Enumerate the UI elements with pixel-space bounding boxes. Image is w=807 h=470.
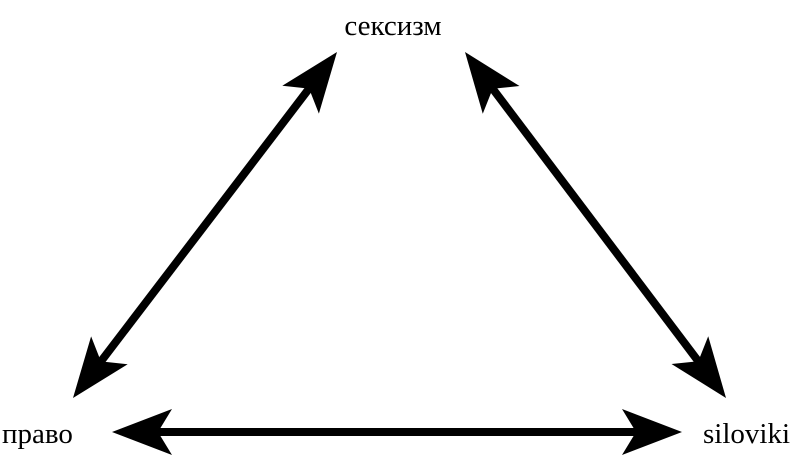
arrow-top-left-head-start (282, 52, 337, 114)
node-label-right: siloviki (703, 418, 791, 450)
arrow-top-right-head-start (465, 52, 520, 114)
arrow-top-left (73, 52, 337, 398)
node-label-left: право (2, 418, 73, 450)
node-label-top: сексизм (344, 10, 442, 42)
arrow-top-left-shaft (96, 84, 314, 366)
arrows-group (73, 52, 726, 455)
arrow-top-right (465, 52, 726, 398)
arrow-top-left-head-end (73, 336, 128, 398)
arrow-top-right-head-end (671, 336, 726, 398)
arrow-top-right-shaft (488, 84, 703, 366)
arrow-bottom-head-end (622, 409, 682, 455)
arrow-bottom-head-start (112, 409, 172, 455)
arrow-bottom (112, 409, 682, 455)
